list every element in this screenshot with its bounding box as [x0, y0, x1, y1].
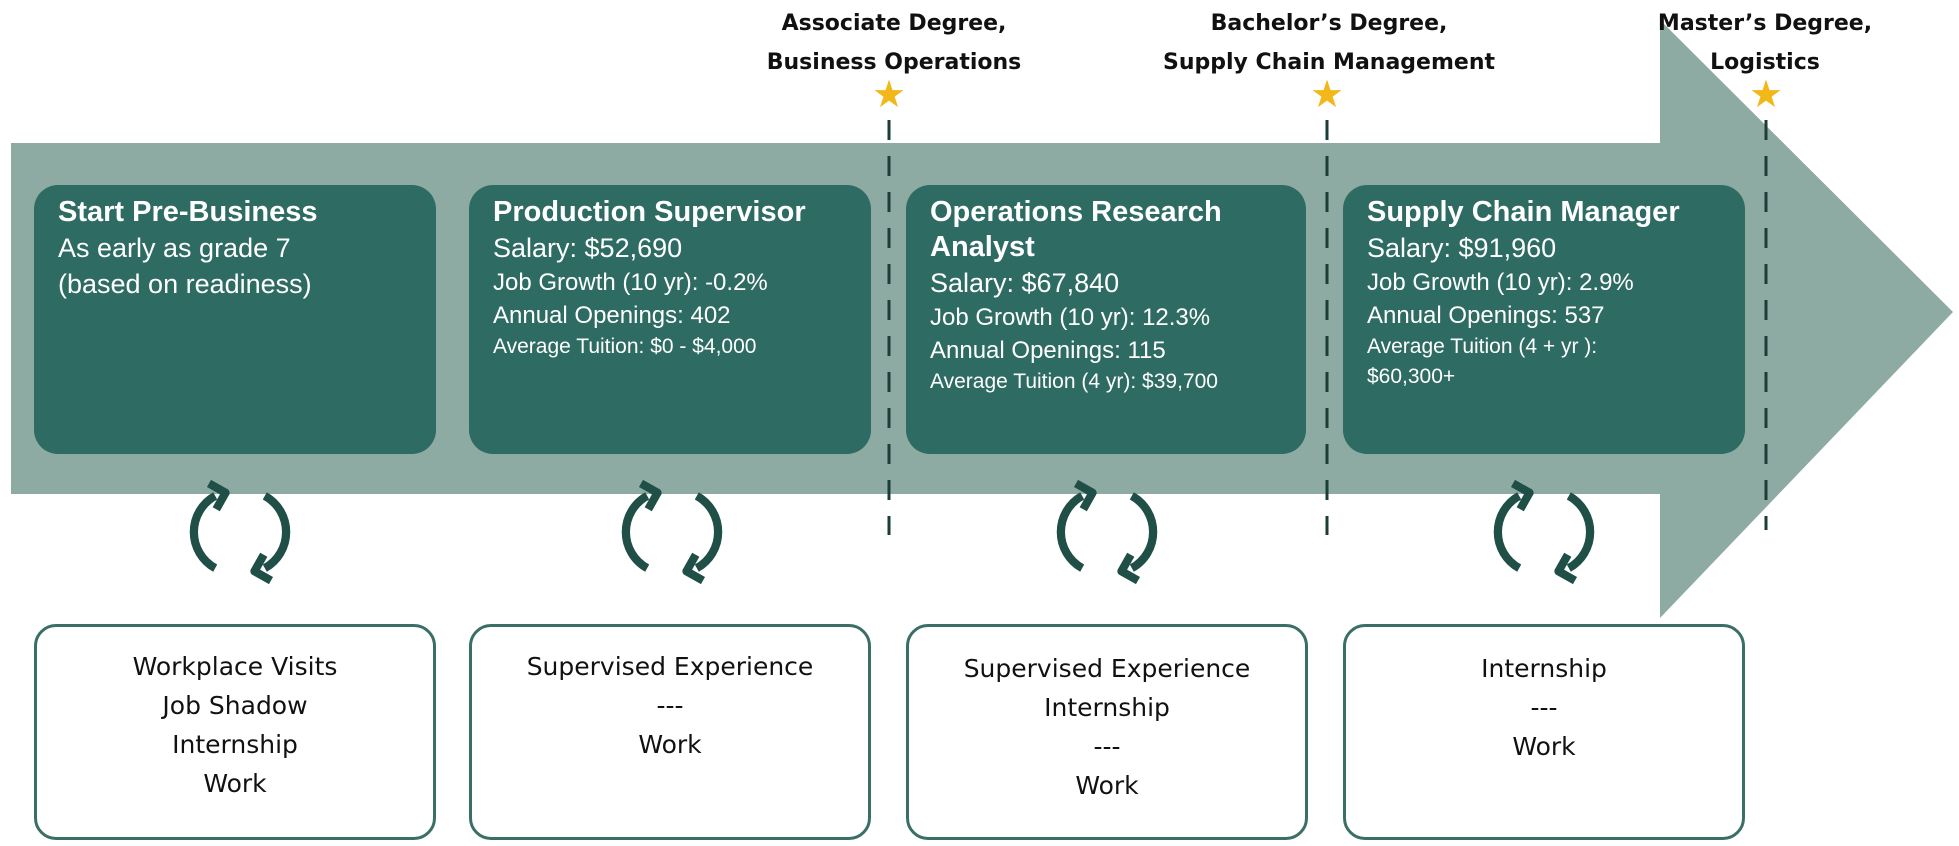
activity-item: ---	[656, 691, 684, 720]
activity-box-1: Workplace Visits Job Shadow Internship W…	[34, 624, 436, 840]
stage-tuition: Average Tuition (4 + yr ):	[1367, 335, 1598, 358]
stage-job-growth: Job Growth (10 yr): 2.9%	[1367, 269, 1634, 296]
stage-detail: (based on readiness)	[58, 269, 312, 299]
milestone-bachelors-degree: Bachelor’s Degree, Supply Chain Manageme…	[1149, 4, 1509, 82]
stage-tuition: $60,300+	[1367, 365, 1456, 388]
milestone-associate-degree: Associate Degree, Business Operations	[714, 4, 1074, 82]
milestone-label-line: Logistics	[1710, 50, 1820, 75]
activity-item: Internship	[1044, 693, 1170, 722]
activity-item: Internship	[172, 730, 298, 759]
cycle-arrows-icon	[1493, 479, 1595, 585]
milestone-label-line: Bachelor’s Degree,	[1210, 11, 1448, 36]
star-icon: ★	[1748, 72, 1784, 116]
milestone-label-line: Master’s Degree,	[1657, 11, 1873, 36]
stage-tuition: Average Tuition (4 yr): $39,700	[930, 370, 1218, 393]
milestone-label-line: Business Operations	[766, 50, 1022, 75]
stage-supply-chain-manager: Supply Chain Manager Salary: $91,960 Job…	[1343, 185, 1745, 454]
cycle-arrows-icon	[621, 479, 723, 585]
activity-item: Work	[203, 769, 267, 798]
activity-item: Supervised Experience	[963, 654, 1251, 683]
activity-item: ---	[1093, 732, 1121, 761]
stage-salary: Salary: $91,960	[1367, 233, 1557, 263]
activity-item: Job Shadow	[162, 691, 308, 720]
activity-item: Workplace Visits	[132, 652, 338, 681]
milestone-masters-degree: Master’s Degree, Logistics	[1585, 4, 1945, 82]
activity-box-2: Supervised Experience --- Work	[469, 624, 871, 840]
stage-detail: As early as grade 7	[58, 233, 291, 263]
stage-production-supervisor: Production Supervisor Salary: $52,690 Jo…	[469, 185, 871, 454]
stage-annual-openings: Annual Openings: 537	[1367, 302, 1605, 329]
stage-title: Analyst	[930, 231, 1035, 263]
star-icon: ★	[871, 72, 907, 116]
activity-box-4: Internship --- Work	[1343, 624, 1745, 840]
stage-title: Supply Chain Manager	[1367, 196, 1680, 228]
activity-item: Supervised Experience	[526, 652, 814, 681]
stage-job-growth: Job Growth (10 yr): 12.3%	[930, 304, 1211, 331]
stage-salary: Salary: $52,690	[493, 233, 683, 263]
stage-start-pre-business: Start Pre-Business As early as grade 7 (…	[34, 185, 436, 454]
stage-title: Operations Research	[930, 196, 1222, 228]
stage-operations-research-analyst: Operations Research Analyst Salary: $67,…	[906, 185, 1306, 454]
cycle-arrows-icon	[1056, 479, 1158, 585]
activity-item: Work	[1075, 771, 1139, 800]
star-icon: ★	[1309, 72, 1345, 116]
stage-title: Production Supervisor	[493, 196, 806, 228]
activity-item: Work	[1512, 732, 1576, 761]
stage-annual-openings: Annual Openings: 402	[493, 302, 731, 329]
activity-box-3: Supervised Experience Internship --- Wor…	[906, 624, 1308, 840]
stage-salary: Salary: $67,840	[930, 268, 1120, 298]
milestone-label-line: Associate Degree,	[781, 11, 1007, 36]
cycle-arrows-icon	[189, 479, 291, 585]
stage-tuition: Average Tuition: $0 - $4,000	[493, 335, 757, 358]
stage-job-growth: Job Growth (10 yr): -0.2%	[493, 269, 768, 296]
activity-item: Internship	[1481, 654, 1607, 683]
stage-annual-openings: Annual Openings: 115	[930, 337, 1166, 364]
activity-item: ---	[1530, 693, 1558, 722]
activity-item: Work	[638, 730, 702, 759]
stage-title: Start Pre-Business	[58, 196, 318, 228]
milestone-label-line: Supply Chain Management	[1163, 50, 1495, 75]
